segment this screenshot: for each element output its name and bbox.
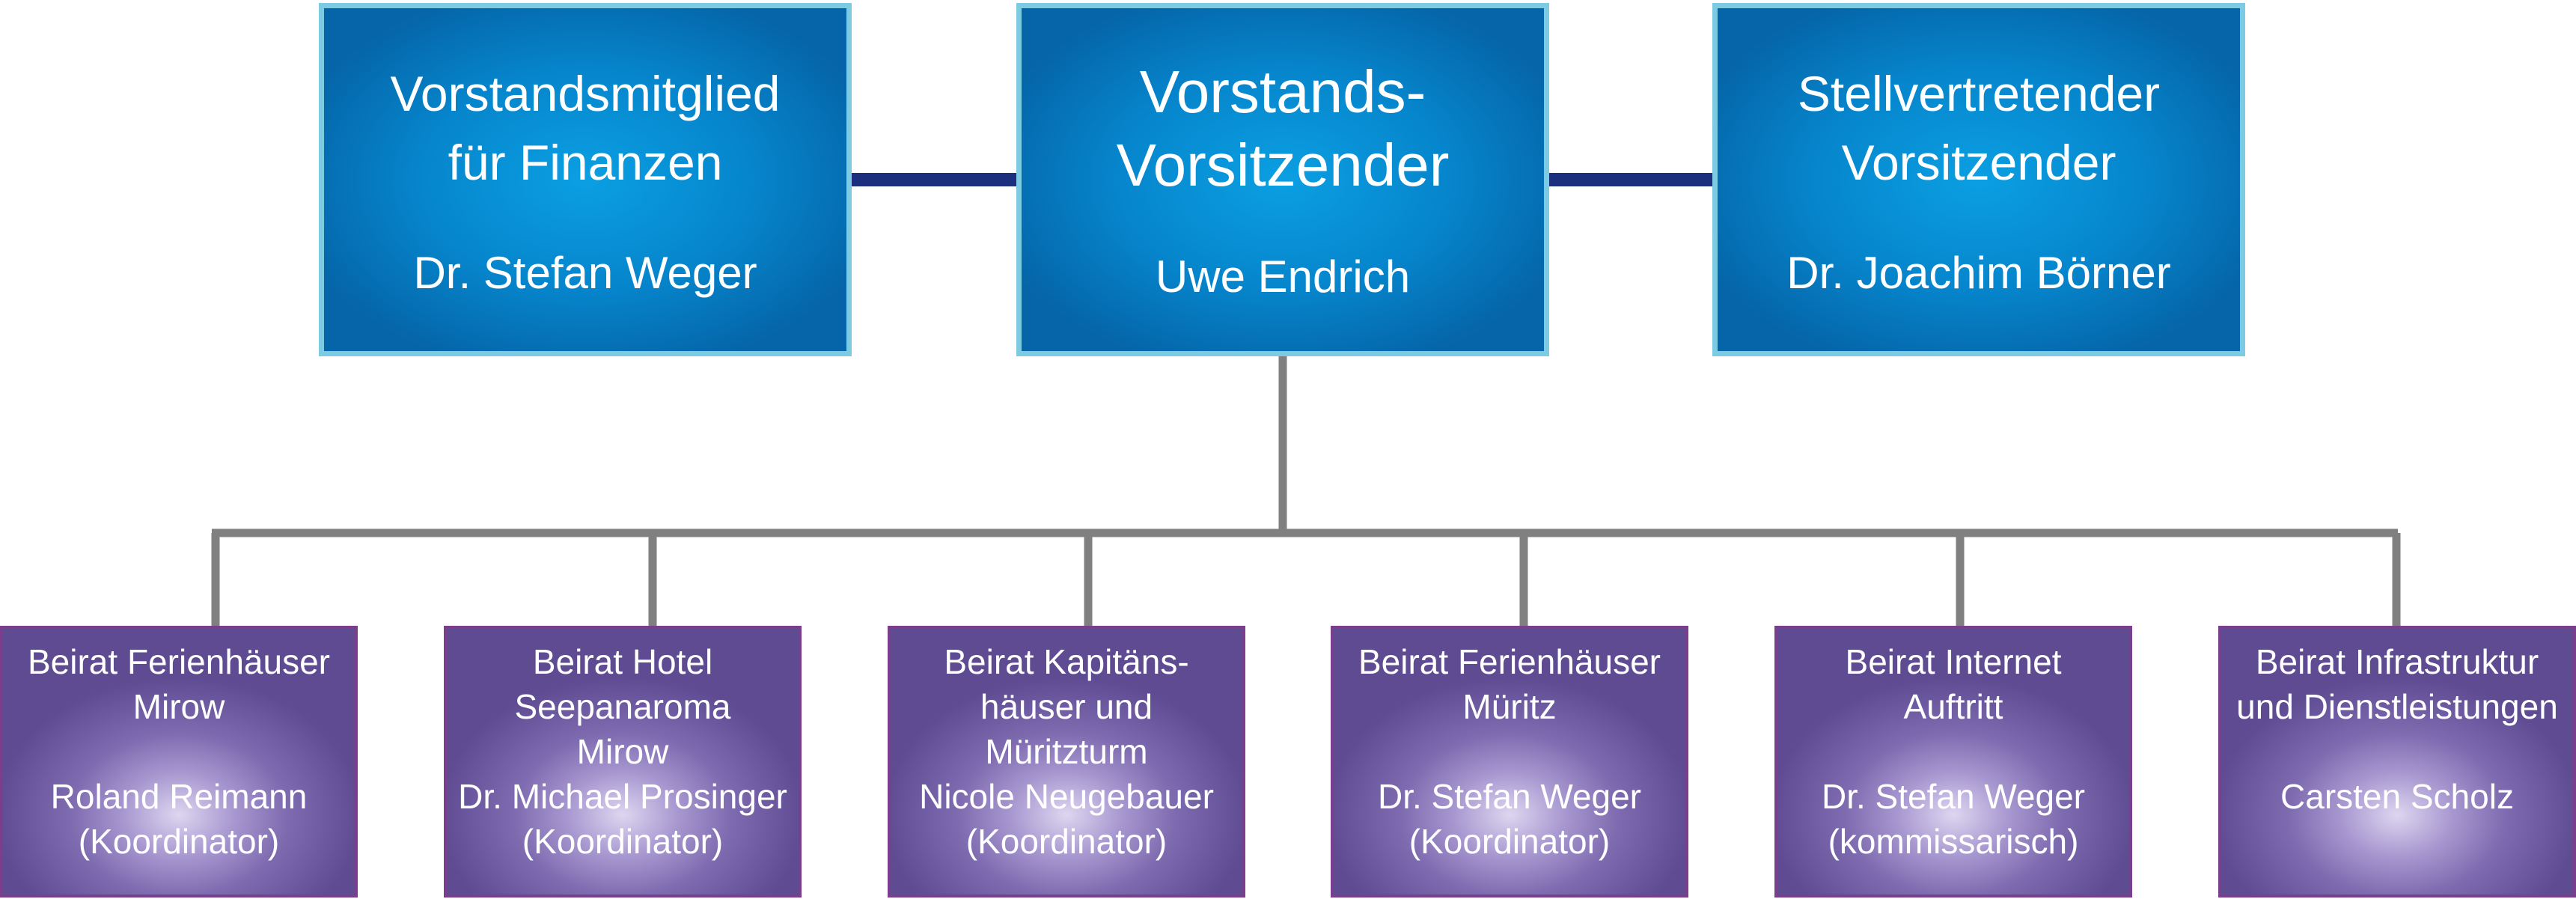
advisory-box-3-title-line-2: häuser und [980, 687, 1153, 726]
advisory-box-3: Beirat Kapitäns- häuser und Müritzturm N… [888, 626, 1245, 898]
advisory-box-2: Beirat Hotel Seepanaroma Mirow Dr. Micha… [444, 626, 802, 898]
board-box-chairman: Vorstands- Vorsitzender Uwe Endrich [1016, 3, 1549, 356]
board-box-finance-title-line-2: für Finanzen [448, 135, 723, 190]
board-box-chairman-title-line-1: Vorstands- [1139, 58, 1426, 125]
board-box-deputy-title-line-2: Vorsitzender [1841, 135, 2116, 190]
advisory-box-1-title-line-1: Beirat Ferienhäuser [28, 642, 330, 681]
board-box-deputy-title-line-1: Stellvertretender [1797, 66, 2161, 121]
advisory-box-2-title-line-1: Beirat Hotel [532, 642, 713, 681]
board-box-deputy-name: Dr. Joachim Börner [1786, 248, 2171, 298]
advisory-box-2-name: Dr. Michael Prosinger [458, 777, 787, 816]
advisory-box-4-title-line-1: Beirat Ferienhäuser [1358, 642, 1661, 681]
advisory-box-4-role: (Koordinator) [1408, 822, 1611, 861]
advisory-box-2-title-line-3: Mirow [576, 732, 669, 771]
board-box-finance-title-line-1: Vorstandsmitglied [390, 66, 781, 121]
advisory-box-6-name: Carsten Scholz [2280, 777, 2514, 816]
advisory-box-2-role: (Koordinator) [522, 822, 724, 861]
advisory-box-2-title-line-2: Seepanaroma [514, 687, 731, 726]
advisory-box-1-name: Roland Reimann [50, 777, 308, 816]
advisory-box-4-name: Dr. Stefan Weger [1378, 777, 1641, 816]
board-box-finance-name: Dr. Stefan Weger [413, 248, 757, 298]
advisory-box-6-title-line-1: Beirat Infrastruktur [2255, 642, 2539, 681]
advisory-box-4: Beirat Ferienhäuser Müritz Dr. Stefan We… [1331, 626, 1688, 898]
advisory-box-3-title-line-3: Müritzturm [985, 732, 1148, 771]
advisory-box-1: Beirat Ferienhäuser Mirow Roland Reimann… [0, 626, 358, 898]
board-box-chairman-title-line-2: Vorsitzender [1116, 132, 1450, 198]
advisory-box-3-title-line-1: Beirat Kapitäns- [944, 642, 1189, 681]
board-box-finance: Vorstandsmitglied für Finanzen Dr. Stefa… [319, 3, 852, 356]
advisory-box-3-role: (Koordinator) [965, 822, 1168, 861]
advisory-box-5-title-line-2: Auftritt [1903, 687, 2003, 726]
advisory-box-5-title-line-1: Beirat Internet [1845, 642, 2062, 681]
board-box-chairman-name: Uwe Endrich [1155, 252, 1411, 302]
advisory-box-1-role: (Koordinator) [78, 822, 280, 861]
advisory-box-6: Beirat Infrastruktur und Dienstleistunge… [2218, 626, 2576, 898]
advisory-box-5: Beirat Internet Auftritt Dr. Stefan Wege… [1774, 626, 2132, 898]
advisory-box-5-role: (kommissarisch) [1828, 822, 2079, 861]
advisory-box-6-title-line-2: und Dienstleistungen [2236, 687, 2558, 726]
board-box-deputy: Stellvertretender Vorsitzender Dr. Joach… [1712, 3, 2245, 356]
advisory-box-5-name: Dr. Stefan Weger [1822, 777, 2085, 816]
advisory-box-1-title-line-2: Mirow [132, 687, 225, 726]
advisory-box-3-name: Nicole Neugebauer [919, 777, 1214, 816]
advisory-box-4-title-line-2: Müritz [1462, 687, 1557, 726]
